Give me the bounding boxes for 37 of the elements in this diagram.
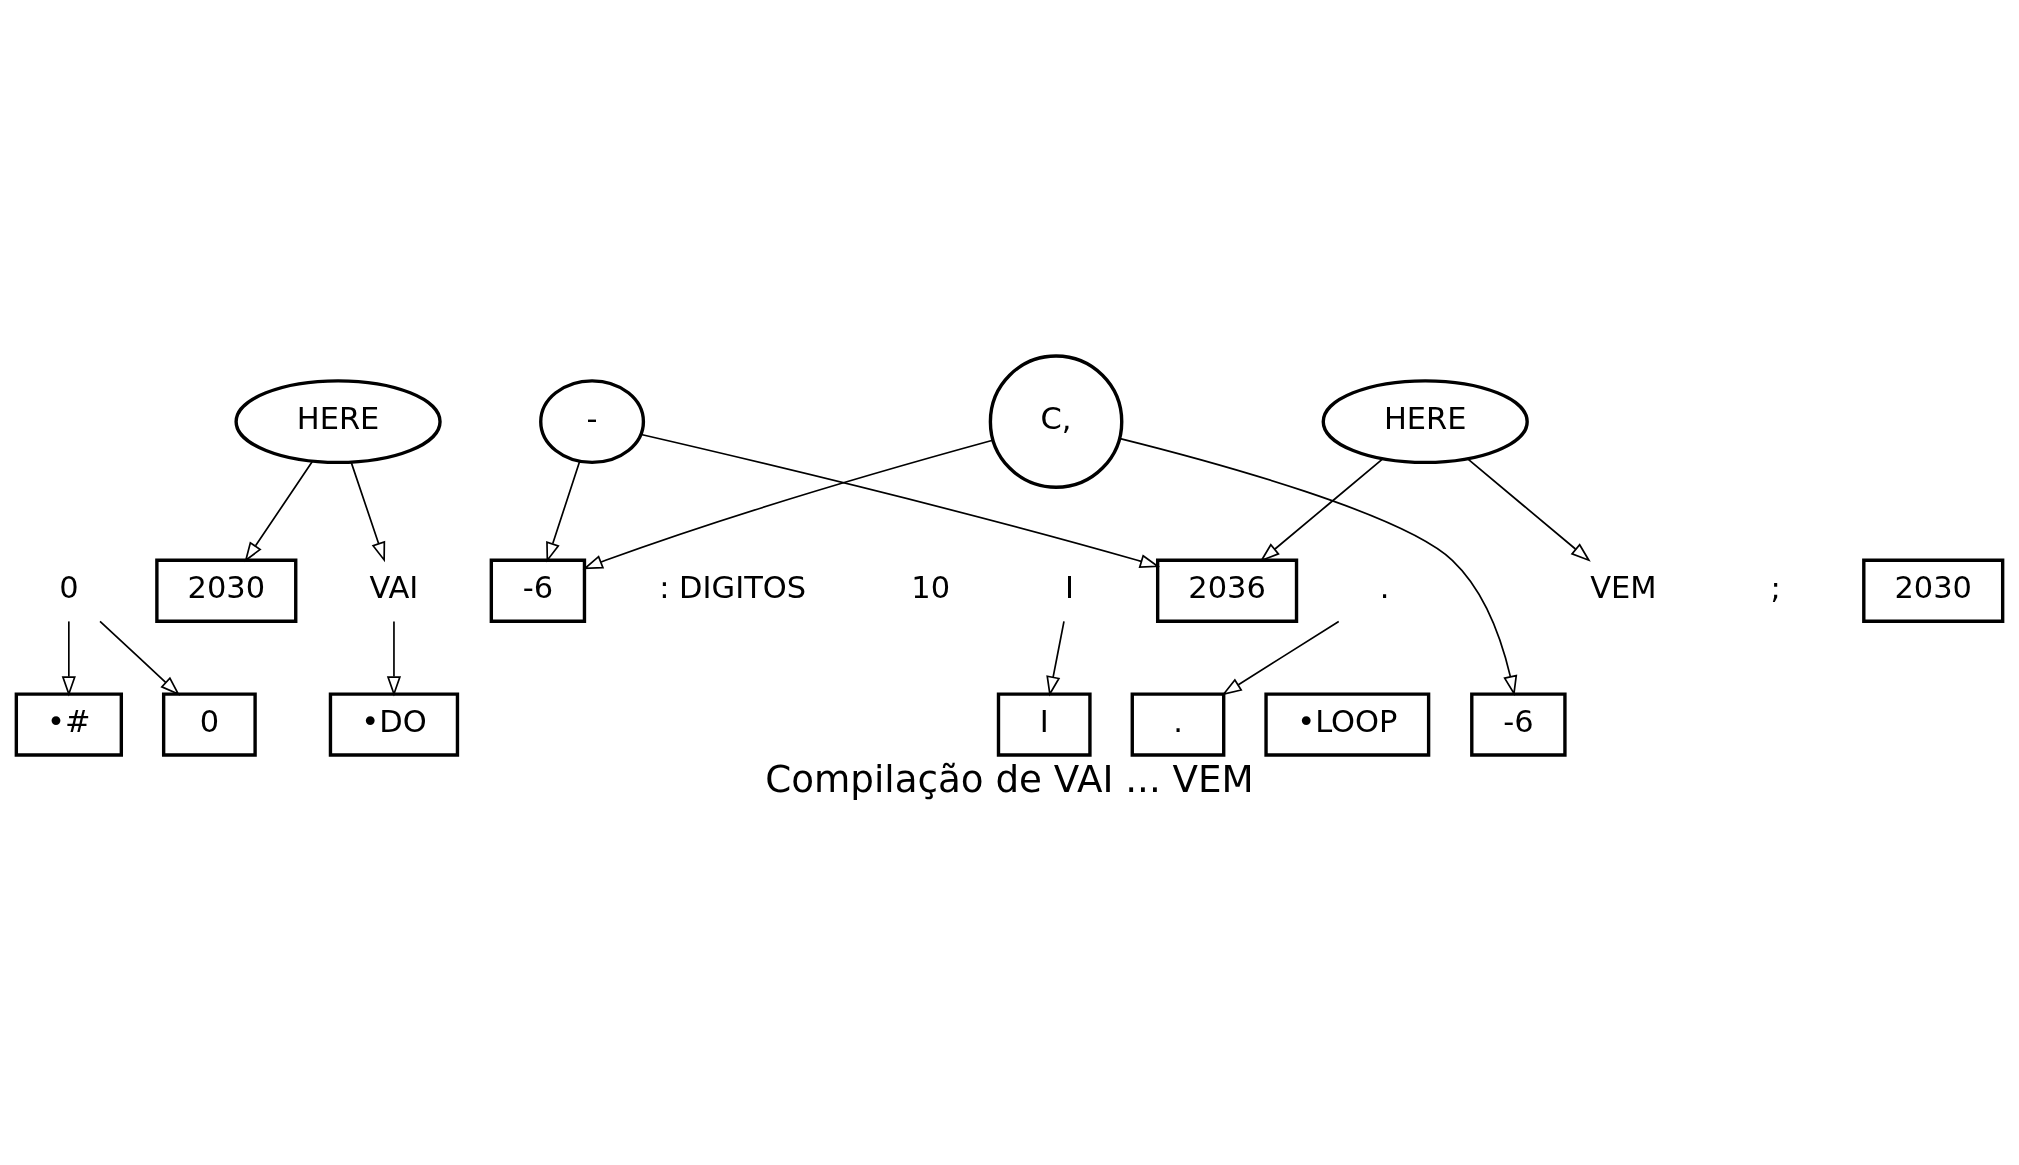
node-ellipse: HERE xyxy=(234,379,442,465)
node-box: 2030 xyxy=(1862,558,2005,623)
node-box: I xyxy=(996,692,1092,757)
arrow xyxy=(1119,437,1518,696)
arrow xyxy=(350,461,386,563)
arrow xyxy=(1466,458,1591,562)
node-box: -6 xyxy=(489,558,587,623)
node-box: 0 xyxy=(161,692,257,757)
arrow xyxy=(1046,620,1065,697)
node-text: VAI xyxy=(369,570,419,606)
arrow xyxy=(99,620,181,696)
node-ellipse: - xyxy=(539,379,646,465)
arrow xyxy=(582,439,994,570)
arrow xyxy=(61,620,76,697)
node-box: -6 xyxy=(1470,692,1567,757)
arrow xyxy=(640,433,1161,569)
label: ; xyxy=(1770,570,1781,606)
node-box: 2036 xyxy=(1155,558,1299,623)
arrow xyxy=(386,620,402,697)
node-box: •DO xyxy=(328,692,460,757)
node-box: •LOOP xyxy=(1264,692,1431,757)
node-ellipse: HERE xyxy=(1321,379,1529,465)
arrow xyxy=(1259,458,1384,562)
arrow xyxy=(546,460,581,563)
arrow xyxy=(244,460,313,563)
caption: Compilação de VAI ... VEM xyxy=(765,756,1254,801)
node-text: 0 xyxy=(59,570,79,606)
node-text: . xyxy=(1379,570,1390,606)
node-box: •# xyxy=(14,692,123,757)
node-text: I xyxy=(1065,570,1075,606)
node-box: 2030 xyxy=(155,558,298,623)
node-circle: C, xyxy=(988,354,1124,489)
label: : DIGITOS xyxy=(659,570,807,606)
label: 10 xyxy=(911,570,951,606)
node-box: . xyxy=(1130,692,1226,757)
arrow xyxy=(1221,620,1340,696)
node-text: VEM xyxy=(1590,570,1657,606)
